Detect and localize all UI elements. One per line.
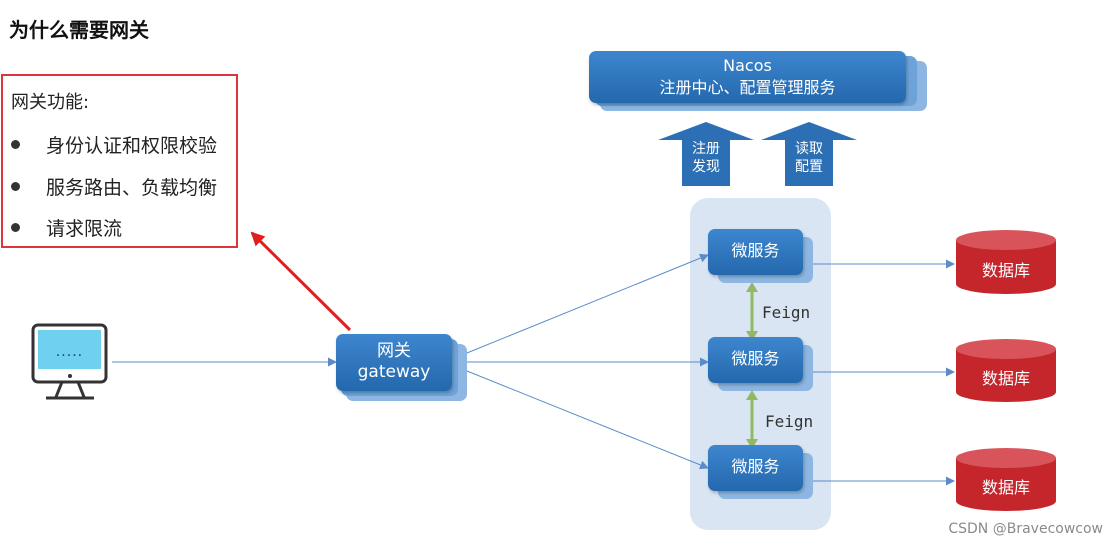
feign-arrow [746, 390, 758, 449]
microservice-box[interactable]: 微服务 [708, 229, 803, 275]
gateway-to-service-arrow [461, 253, 709, 356]
register-discover-arrow [658, 122, 754, 186]
database-label: 数据库 [981, 369, 1030, 388]
screen-text: ..... [55, 344, 84, 360]
gateway-to-service-arrow [461, 368, 709, 470]
microservice-box[interactable]: 微服务 [708, 337, 803, 383]
page-title: 为什么需要网关 [9, 18, 149, 42]
watermark: CSDN @Bravecowcow [948, 521, 1103, 537]
feature-item: 服务路由、负载均衡 [11, 173, 217, 200]
feign-label: Feign [762, 303, 811, 322]
gateway-box[interactable]: 网关 gateway [336, 334, 452, 391]
feature-item: 请求限流 [11, 214, 122, 241]
feign-arrow [746, 282, 758, 341]
microservice-box[interactable]: 微服务 [708, 445, 803, 491]
nacos-box[interactable]: Nacos 注册中心、配置管理服务 [589, 51, 906, 103]
computer-icon [31, 323, 108, 400]
bullet-icon [11, 182, 20, 191]
database-icon [956, 230, 1056, 294]
gateway-label-en: gateway [357, 362, 431, 382]
bullet-icon [11, 140, 20, 149]
feature-item: 身份认证和权限校验 [11, 131, 217, 158]
register-discover-label: 注册发现 [692, 141, 720, 175]
bullet-icon [11, 223, 20, 232]
read-config-arrow [761, 122, 857, 186]
database-icon [956, 448, 1056, 511]
highlight-arrow [250, 231, 352, 332]
gateway-features-box: 网关功能: 身份认证和权限校验 服务路由、负载均衡 请求限流 [1, 74, 238, 248]
database-icon [956, 339, 1056, 402]
nacos-title: Nacos [723, 56, 772, 75]
database-label: 数据库 [981, 478, 1030, 497]
database-label: 数据库 [981, 261, 1030, 280]
feign-label: Feign [765, 412, 814, 431]
nacos-description: 注册中心、配置管理服务 [659, 78, 836, 97]
features-heading: 网关功能: [11, 92, 90, 113]
gateway-label-cn: 网关 [377, 341, 411, 361]
read-config-label: 读取配置 [795, 141, 823, 175]
